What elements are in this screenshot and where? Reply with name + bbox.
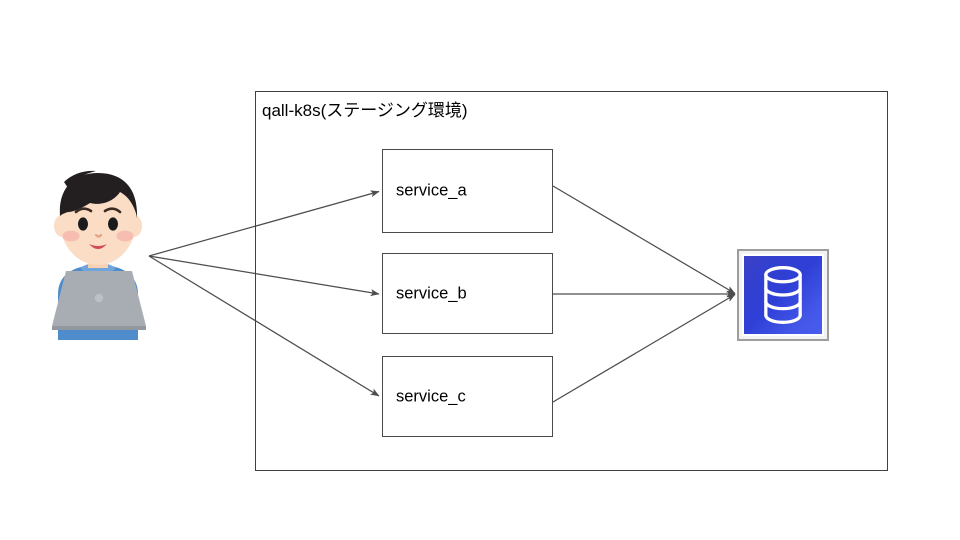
database-cylinder-glyph (764, 266, 802, 324)
service-label: service_a (396, 181, 467, 200)
edge-service-a-to-database (552, 185, 736, 295)
edge-user-to-service-c (148, 255, 380, 397)
service-box-service-c[interactable]: service_c (382, 356, 553, 437)
edge-user-to-service-a (148, 190, 380, 257)
database-cylinder-icon (742, 254, 824, 336)
edge-user-to-service-b (148, 255, 380, 297)
service-label: service_c (396, 387, 466, 405)
database-icon-frame[interactable] (737, 249, 829, 341)
person-laptop-icon (40, 168, 156, 340)
cluster-container (255, 91, 888, 471)
cluster-title: qall-k8s(ステージング環境) (262, 101, 468, 120)
service-box-service-a[interactable]: service_a (382, 149, 553, 233)
edge-service-c-to-database (552, 293, 736, 403)
person-laptop-glyph (52, 170, 146, 340)
service-label: service_b (396, 284, 467, 302)
service-box-service-b[interactable]: service_b (382, 253, 553, 334)
